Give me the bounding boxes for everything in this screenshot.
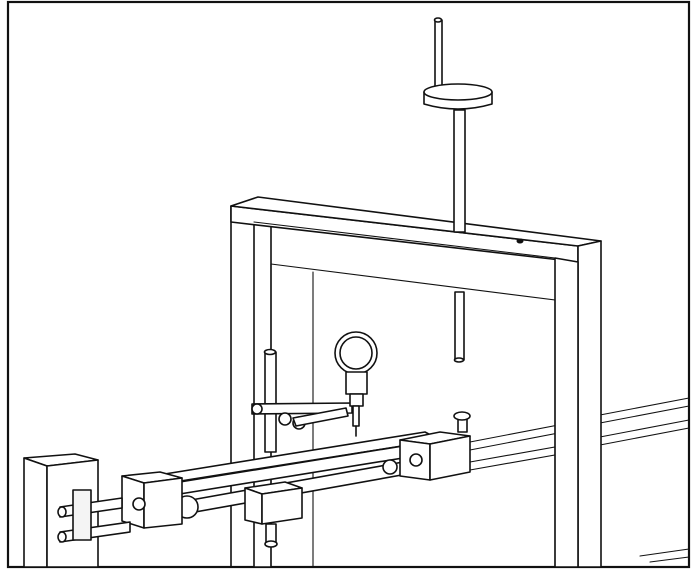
viewport-border [6, 0, 691, 569]
dial-indicator [334, 331, 378, 437]
gauge-post [251, 348, 353, 453]
spindle-assembly [423, 17, 493, 363]
portal-frame [230, 196, 602, 568]
carriage [57, 411, 471, 548]
